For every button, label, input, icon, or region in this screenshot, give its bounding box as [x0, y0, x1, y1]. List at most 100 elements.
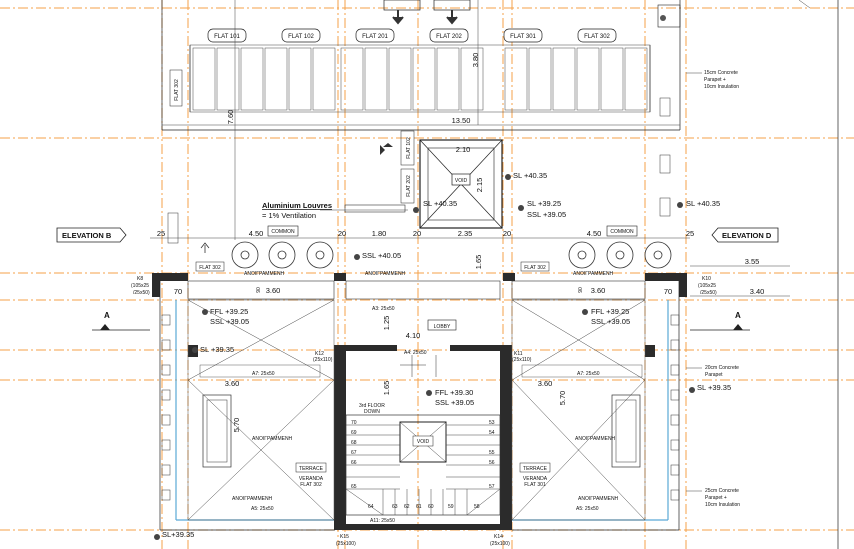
stair-number: 69 [351, 430, 357, 436]
stair-number: 64 [368, 504, 374, 510]
flat-label: FLAT 102 [288, 34, 314, 40]
column-label: (25x100) [336, 541, 356, 547]
louvres-note: Aluminium Louvres = 1% Ventilation [262, 201, 408, 220]
dimension: 1.65 [382, 381, 391, 396]
level-label: SSL +39.05 [591, 317, 630, 326]
flat-label-vertical: FLAT 202 [406, 175, 412, 197]
column-label: K10 [702, 276, 711, 282]
note: = 1% Ventilation [262, 211, 316, 220]
dimension: 70 [664, 287, 672, 296]
dimension: 90 [578, 287, 584, 293]
room-label: VERANDA [523, 476, 548, 482]
flat-label-vertical: FLAT 102 [406, 137, 412, 159]
dimension: 20 [503, 229, 511, 238]
stair-label: DOWN [364, 409, 380, 415]
column-label: K12 [315, 351, 324, 357]
flat-label-vertical: FLAT 302 [174, 79, 180, 101]
dimension: 1.65 [474, 255, 483, 270]
stair-number: 67 [351, 450, 357, 456]
dimension: 1.80 [372, 229, 387, 238]
level-label: SSL +39.05 [435, 398, 474, 407]
beam-label: A7: 25x50 [577, 371, 600, 377]
dimension: 20 [338, 229, 346, 238]
meter-room [161, 0, 681, 131]
flat-label: FLAT 201 [362, 34, 388, 40]
stair-number: 53 [489, 420, 495, 426]
dimension: 3.60 [538, 379, 553, 388]
lobby: LOBBY [400, 319, 457, 377]
column-label: /25x50) [700, 290, 717, 296]
section-label: A [735, 311, 741, 320]
level-label: SL+39.35 [162, 530, 194, 539]
stair-number: 61 [416, 504, 422, 510]
dimension: 25 [157, 229, 165, 238]
column-label: (25x100) [490, 541, 510, 547]
room-label: VERANDA [299, 476, 324, 482]
slab-label: ΑΝΟΙΓΡΑΜΜΕΝΗ [244, 271, 285, 277]
slab-label: ΑΝΟΙΓΡΑΜΜΕΝΗ [365, 271, 406, 277]
note: Aluminium Louvres [262, 201, 332, 210]
slab-label: ΑΝΟΙΓΡΑΜΜΕΝΗ [578, 496, 619, 502]
section-label: A [104, 311, 110, 320]
column-label: /25x50) [133, 290, 150, 296]
dimension: 25 [686, 229, 694, 238]
column-label: (25x110) [313, 357, 333, 363]
section-markers: A A [92, 311, 750, 331]
level-label: SL +40.35 [423, 199, 457, 208]
dimension: 5.70 [232, 418, 241, 433]
column-label: K15 [340, 534, 349, 540]
level-markers-lower: FFL +39.25 SSL +39.05 FFL +39.25 SSL +39… [154, 307, 731, 540]
elevation-markers: ELEVATION B ELEVATION D [56, 227, 779, 243]
slab-label: ΑΝΟΙΓΡΑΜΜΕΝΗ [232, 496, 273, 502]
flat-left-interior: TERRACE VERANDA FLAT 302 ΑΝΟΙΓΡΑΜΜΕΝΗ ΑΝ… [187, 271, 406, 521]
stair-number: 68 [351, 440, 357, 446]
dimension: 13.50 [452, 116, 471, 125]
column-label: K8 [137, 276, 143, 282]
flat-label: FLAT 301 [510, 34, 536, 40]
internal-dimensions: 70 3.60 1.65 1.25 4.10 3.60 70 3.60 3.60… [174, 255, 672, 433]
flat302-small: FLAT 302 FLAT 302 [195, 261, 550, 272]
note: 15cm Concrete [704, 70, 738, 76]
beam-label: A11: 25x50 [370, 518, 395, 524]
level-label: FFL +39.30 [435, 388, 473, 397]
note: 25cm Concrete [705, 488, 739, 494]
level-label: SL +39.35 [200, 345, 234, 354]
note: 10cm Insulation [704, 84, 739, 90]
level-label: SL +39.25 [527, 199, 561, 208]
building-walls [152, 273, 687, 531]
column-labels: K8 (105x25 /25x50) K10 (105x25 /25x50) K… [131, 276, 717, 547]
flat-label: FLAT 302 [199, 265, 221, 271]
column-label: K14 [494, 534, 503, 540]
note: Parapet [705, 372, 723, 378]
dimension: 90 [256, 287, 262, 293]
beam-label: A7: 25x50 [252, 371, 275, 377]
note: 20cm Concrete [705, 365, 739, 371]
note: Parapet + [704, 77, 726, 83]
dimensions-top: 3.80 7.60 13.50 [162, 0, 680, 240]
flat-label: FLAT 202 [436, 34, 462, 40]
level-label: FFL +39.25 [210, 307, 248, 316]
room-label: FLAT 302 [300, 482, 322, 488]
stair-number: 59 [448, 504, 454, 510]
flat-label: FLAT 302 [584, 34, 610, 40]
dimension: 20 [413, 229, 421, 238]
dimension: 2.15 [475, 178, 484, 193]
room-label: FLAT 301 [524, 482, 546, 488]
staircase: VOID 3rd FLOOR DOWN 70 69 68 67 66 65 64… [345, 403, 501, 516]
stair-number: 62 [404, 504, 410, 510]
dimension: 4.10 [406, 331, 421, 340]
flat-label: FLAT 101 [214, 34, 240, 40]
dimension: 2.10 [456, 145, 471, 154]
stair-number: 65 [351, 484, 357, 490]
flat-right-interior: TERRACE VERANDA FLAT 301 ΑΝΟΙΓΡΑΜΜΕΝΗ ΑΝ… [511, 271, 646, 521]
stair-label: 3rd FLOOR [359, 403, 385, 409]
slab-label: ΑΝΟΙΓΡΑΜΜΕΝΗ [252, 436, 293, 442]
common-label: COMMON [271, 229, 295, 235]
room-label: TERRACE [523, 466, 548, 472]
level-label: SSL +39.05 [527, 210, 566, 219]
level-label: SSL +39.05 [210, 317, 249, 326]
dimension: 4.50 [587, 229, 602, 238]
beam-label: A5: 25x50 [251, 506, 274, 512]
elevation-label-b: ELEVATION B [62, 231, 112, 240]
